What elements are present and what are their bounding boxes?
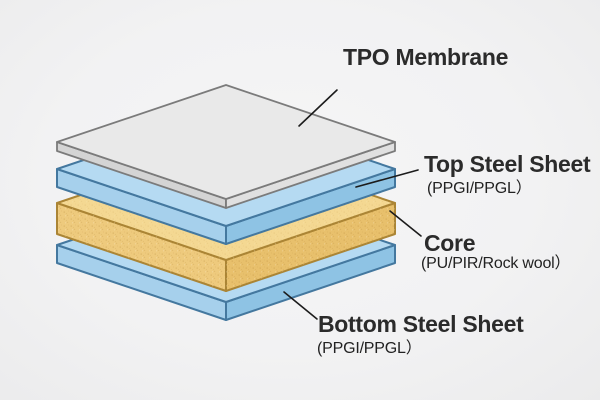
core-texture-left [57,203,226,291]
leader-line-tpo-membrane [298,89,338,127]
layer-tpo-membrane [56,84,396,209]
label-bottom-steel-sheet-title: Bottom Steel Sheet [318,311,524,337]
label-bottom-steel-sheet-subtitle: (PPGI/PPGL） [317,340,422,357]
label-core-subtitle: (PU/PIR/Rock wool） [421,255,571,272]
leader-line-core [389,210,422,237]
label-core-title: Core [424,230,476,256]
label-top-steel-sheet-title: Top Steel Sheet [424,151,591,177]
label-tpo-membrane-title: TPO Membrane [343,44,509,70]
tpo-membrane-top-face [56,84,396,200]
core-texture-right [226,203,395,291]
leader-line-bottom-steel-sheet [283,291,318,320]
label-top-steel-sheet-subtitle: (PPGI/PPGL） [427,180,532,197]
leader-line-top-steel-sheet [355,169,419,188]
